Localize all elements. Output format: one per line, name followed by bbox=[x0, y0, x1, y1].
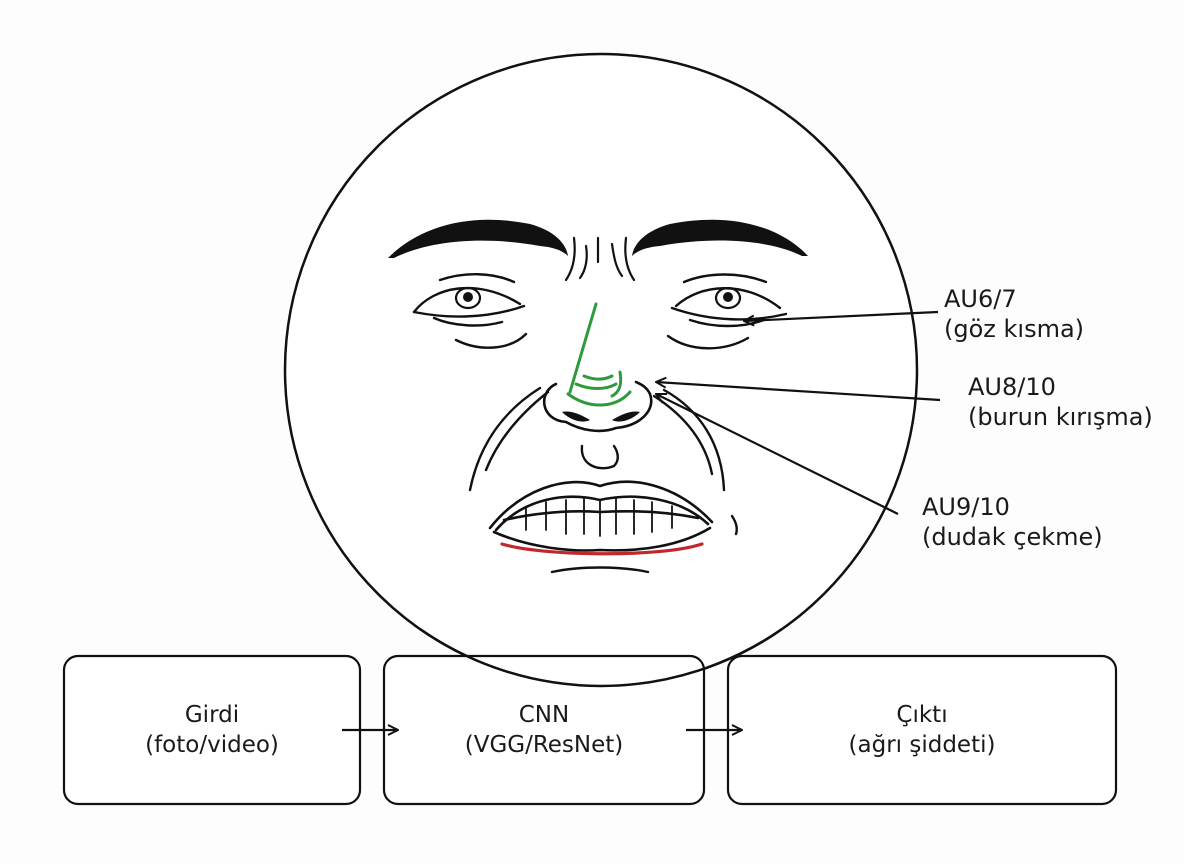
arrow-au9-10 bbox=[656, 394, 899, 515]
label-au9-10-desc: (dudak çekme) bbox=[922, 523, 1103, 551]
left-pupil bbox=[463, 292, 473, 302]
teeth-lines bbox=[525, 497, 673, 537]
arrow-au8-10 bbox=[656, 382, 941, 402]
left-iris bbox=[454, 286, 482, 310]
arrow-au6-7 bbox=[744, 310, 939, 321]
nose-base bbox=[542, 380, 653, 433]
face-outline-overlap bbox=[419, 627, 783, 688]
output-box-title: Çıktı bbox=[896, 702, 948, 728]
output-box-label: Çıktı (ağrı şiddeti) bbox=[728, 700, 1116, 760]
nose-highlight bbox=[566, 302, 632, 407]
left-nostril bbox=[562, 411, 590, 422]
right-iris bbox=[714, 286, 742, 310]
left-eyebrow bbox=[388, 219, 568, 258]
face-outline bbox=[283, 52, 919, 688]
input-box-subtitle: (foto/video) bbox=[145, 732, 279, 758]
label-au9-10-code: AU9/10 bbox=[922, 493, 1010, 521]
lower-lip-highlight bbox=[500, 542, 704, 556]
label-au6-7-code: AU6/7 bbox=[944, 285, 1017, 313]
label-au6-7-desc: (göz kısma) bbox=[944, 315, 1085, 343]
cnn-box-subtitle: (VGG/ResNet) bbox=[464, 732, 624, 758]
cnn-box-title: CNN bbox=[518, 702, 570, 728]
right-pupil bbox=[723, 292, 733, 302]
label-au8-10: AU8/10 (burun kırışma) bbox=[968, 372, 1153, 432]
label-au8-10-code: AU8/10 bbox=[968, 373, 1056, 401]
brow-wrinkles bbox=[564, 236, 636, 282]
label-au6-7: AU6/7 (göz kısma) bbox=[944, 284, 1084, 344]
cheek-lines bbox=[468, 386, 738, 536]
input-box-title: Girdi bbox=[184, 702, 240, 728]
label-au9-10: AU9/10 (dudak çekme) bbox=[922, 492, 1103, 552]
output-box-subtitle: (ağrı şiddeti) bbox=[848, 732, 996, 758]
cnn-box-label: CNN (VGG/ResNet) bbox=[384, 700, 704, 760]
right-eyebrow bbox=[632, 219, 808, 256]
input-box-label: Girdi (foto/video) bbox=[64, 700, 360, 760]
right-nostril bbox=[612, 411, 640, 422]
left-eye bbox=[412, 273, 528, 349]
chin-line bbox=[550, 566, 650, 574]
label-au8-10-desc: (burun kırışma) bbox=[968, 403, 1153, 431]
